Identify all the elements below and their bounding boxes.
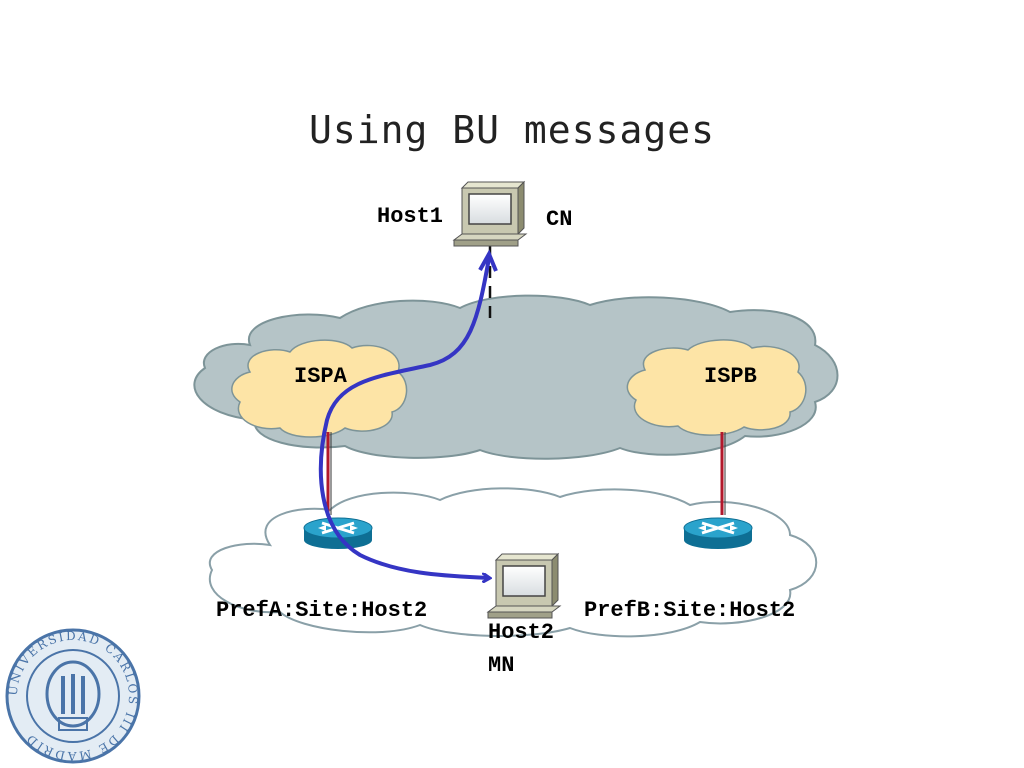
slide-title: Using BU messages — [309, 108, 715, 152]
host1-computer-icon — [452, 180, 528, 247]
bu-message-arrow — [318, 257, 489, 578]
ispa-label: ISPA — [294, 364, 347, 389]
link-ispa-router — [326, 432, 332, 515]
prefix-b-label: PrefB:Site:Host2 — [584, 598, 796, 623]
ispb-cloud — [626, 339, 807, 436]
router-b-icon — [683, 517, 753, 549]
host2-label: Host2 — [488, 620, 555, 645]
host1-label: Host1 — [377, 204, 444, 229]
cn-label: CN — [546, 207, 573, 232]
host2-computer-icon — [486, 552, 562, 619]
mn-label: MN — [488, 653, 515, 678]
ispa-cloud — [231, 339, 408, 438]
ispb-label: ISPB — [704, 364, 757, 389]
prefix-a-label: PrefA:Site:Host2 — [216, 598, 428, 623]
university-logo: UNIVERSIDAD CARLOS III DE MADRID — [5, 628, 141, 764]
bu-arrow-head-host1 — [478, 249, 498, 272]
link-ispb-router — [720, 432, 726, 515]
